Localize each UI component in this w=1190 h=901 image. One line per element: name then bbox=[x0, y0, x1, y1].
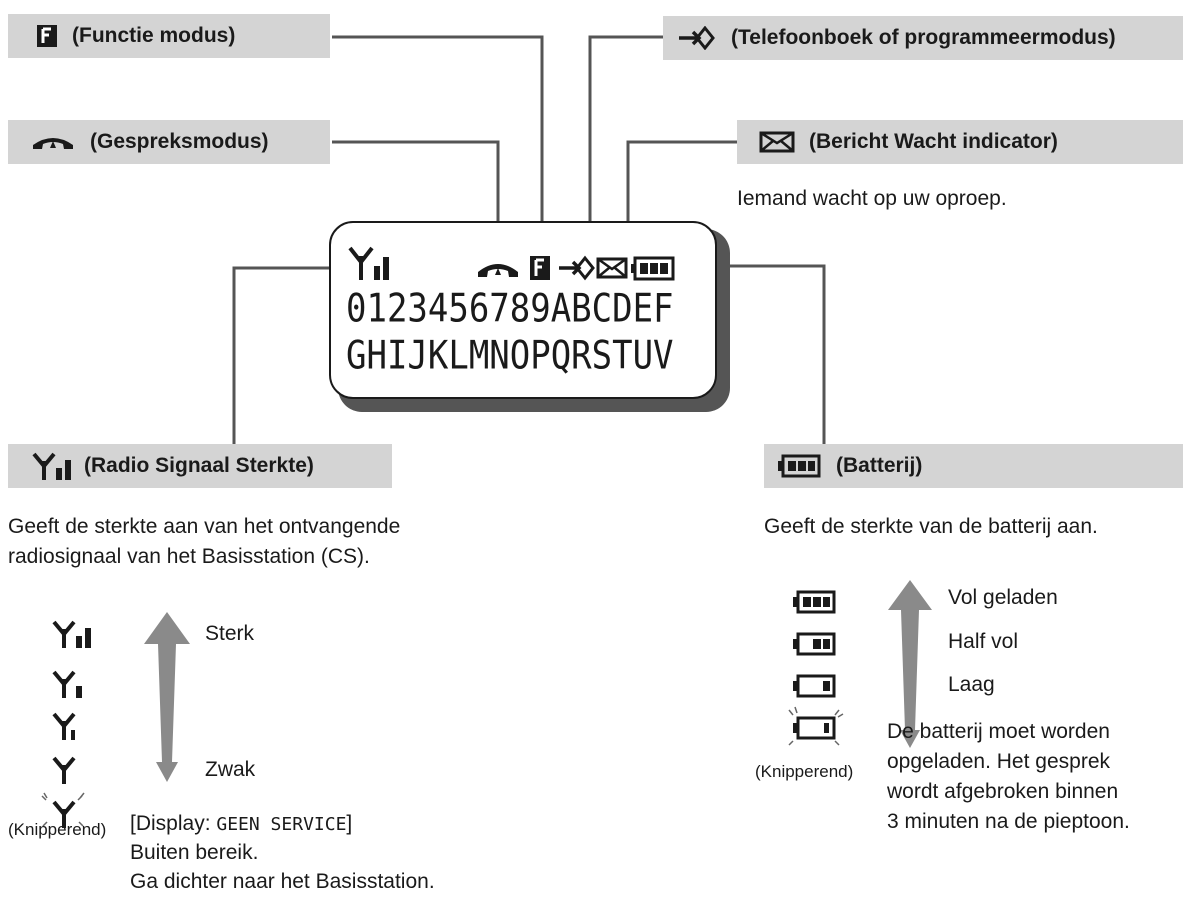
antenna-signal-icon bbox=[32, 452, 74, 480]
lcd-arrow-diamond-icon bbox=[559, 255, 595, 281]
signal-strong-label: Sterk bbox=[205, 622, 255, 645]
lcd-row-1: 0123456789ABCDEF bbox=[346, 286, 674, 332]
battery-empty-blinking-icon bbox=[788, 706, 844, 746]
label-radio-text: (Radio Signaal Sterkte) bbox=[84, 454, 314, 477]
battery-half-icon bbox=[793, 632, 836, 656]
signal-blinking-icon bbox=[41, 792, 85, 828]
label-functie: (Functie modus) bbox=[8, 14, 330, 58]
signal-out-of-range: Buiten bereik. bbox=[130, 841, 259, 864]
lcd-antenna-signal-icon bbox=[348, 246, 389, 280]
label-telefoonboek-text: (Telefoonboek of programmeermodus) bbox=[731, 26, 1116, 49]
label-radio: (Radio Signaal Sterkte) bbox=[8, 444, 392, 488]
desc-radio-1: Geeft de sterkte aan van het ontvangende bbox=[8, 515, 401, 538]
battery-range-arrow bbox=[888, 580, 932, 748]
signal-blinking-label: (Knipperend) bbox=[8, 820, 107, 839]
lcd-f-box-icon bbox=[530, 256, 550, 280]
label-functie-text: (Functie modus) bbox=[72, 24, 236, 47]
battery-icon bbox=[778, 454, 822, 478]
battery-full-label: Vol geladen bbox=[948, 586, 1058, 609]
battery-legend-graphic bbox=[788, 580, 932, 748]
connector-telefoonboek bbox=[588, 35, 663, 222]
display-suffix: ] bbox=[346, 812, 353, 835]
handset-icon bbox=[30, 131, 76, 153]
display-prefix: [Display: bbox=[130, 812, 211, 835]
battery-low-icon bbox=[793, 674, 836, 698]
f-box-icon bbox=[36, 24, 58, 48]
desc-radio-2: radiosignaal van het Basisstation (CS). bbox=[8, 545, 370, 568]
lcd-battery-icon bbox=[631, 256, 675, 281]
lcd-row-2: GHIJKLMNOPQRSTUV bbox=[346, 333, 674, 379]
signal-level-1-icon bbox=[52, 756, 76, 784]
envelope-icon bbox=[759, 131, 795, 153]
signal-level-4-icon bbox=[52, 620, 91, 648]
desc-batterij: Geeft de sterkte van de batterij aan. bbox=[764, 515, 1098, 538]
label-bericht: (Bericht Wacht indicator) bbox=[737, 120, 1183, 164]
battery-charge-line4: 3 minuten na de pieptoon. bbox=[887, 810, 1130, 833]
display-code: GEEN SERVICE bbox=[216, 814, 347, 835]
connector-functie bbox=[332, 35, 544, 222]
lcd-handset-icon bbox=[478, 264, 518, 277]
label-gesprek-text: (Gespreksmodus) bbox=[90, 130, 269, 153]
signal-weak-label: Zwak bbox=[205, 758, 256, 781]
battery-charge-line1: De batterij moet worden bbox=[887, 720, 1110, 743]
label-telefoonboek: (Telefoonboek of programmeermodus) bbox=[663, 16, 1183, 60]
signal-move-closer: Ga dichter naar het Basisstation. bbox=[130, 870, 435, 893]
battery-charge-line2: opgeladen. Het gesprek bbox=[887, 750, 1110, 773]
signal-range-arrow bbox=[144, 612, 190, 782]
battery-blinking-label: (Knipperend) bbox=[755, 762, 854, 781]
label-bericht-text: (Bericht Wacht indicator) bbox=[809, 130, 1058, 153]
connector-bericht bbox=[626, 140, 737, 244]
lcd-icon-row bbox=[348, 246, 675, 281]
connector-radio bbox=[232, 266, 344, 444]
label-gesprek: (Gespreksmodus) bbox=[8, 120, 330, 164]
desc-bericht: Iemand wacht op uw oproep. bbox=[737, 187, 1007, 210]
connector-gesprek bbox=[332, 140, 500, 250]
label-batterij-text: (Batterij) bbox=[836, 454, 923, 477]
battery-low-label: Laag bbox=[948, 673, 995, 696]
signal-level-3-icon bbox=[52, 670, 82, 698]
label-batterij: (Batterij) bbox=[764, 444, 1183, 488]
battery-full-icon bbox=[793, 590, 836, 614]
signal-display-line: [Display: GEEN SERVICE] bbox=[130, 812, 352, 836]
arrow-diamond-icon bbox=[677, 26, 717, 50]
battery-charge-line3: wordt afgebroken binnen bbox=[887, 780, 1119, 803]
signal-legend-graphic bbox=[41, 612, 190, 828]
signal-level-2-icon bbox=[52, 712, 76, 740]
lcd-envelope-icon bbox=[596, 257, 628, 279]
battery-half-label: Half vol bbox=[948, 630, 1019, 653]
connector-batterij bbox=[711, 264, 826, 444]
lcd-display bbox=[329, 221, 717, 399]
